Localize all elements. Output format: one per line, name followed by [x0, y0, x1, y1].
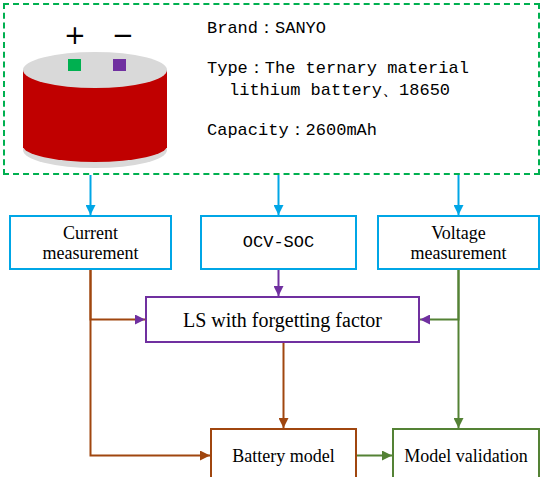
battery-top	[23, 52, 167, 88]
flow-arrow	[357, 455, 392, 457]
flow-arrow	[458, 270, 460, 428]
spec-text: Brand：SANYO	[207, 18, 537, 40]
terminal-sign: +	[64, 22, 86, 48]
flow-arrow	[458, 175, 460, 215]
process-box: OCV-SOC	[200, 215, 357, 270]
terminal-sign: −	[112, 22, 134, 48]
flow-arrow	[91, 270, 146, 320]
process-box: Model validation	[392, 428, 540, 477]
process-box: Current measurement	[9, 215, 172, 270]
negative-terminal	[113, 59, 126, 71]
process-box: LS with forgetting factor	[145, 296, 420, 343]
box-label: OCV-SOC	[237, 232, 320, 254]
spec-text: Type：The ternary material lithium batter…	[207, 58, 537, 102]
flow-arrow	[90, 175, 92, 215]
box-label: Model validation	[398, 446, 533, 466]
process-box: Voltage measurement	[377, 215, 540, 270]
flow-arrow	[420, 270, 459, 320]
box-label: Voltage measurement	[379, 223, 538, 263]
spec-text: Capacity：2600mAh	[207, 120, 537, 142]
box-label: Current measurement	[11, 223, 170, 263]
flow-arrow	[278, 175, 280, 215]
box-label: LS with forgetting factor	[177, 309, 388, 331]
battery-body-base	[23, 130, 167, 162]
positive-terminal	[68, 59, 81, 71]
box-label: Battery model	[226, 446, 340, 466]
flow-arrow	[283, 343, 285, 428]
process-box: Battery model	[210, 428, 357, 477]
flow-arrow	[278, 270, 280, 296]
